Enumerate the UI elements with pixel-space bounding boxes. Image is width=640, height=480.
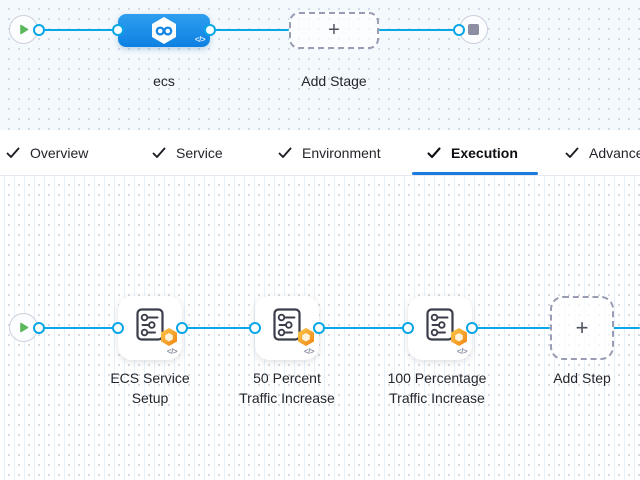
tab-label: Advanced: [589, 144, 640, 161]
connector-port: [465, 321, 478, 334]
step-node-50-percent-traffic-increase[interactable]: </>: [255, 296, 319, 360]
harness-cd-stage-icon: [152, 17, 176, 44]
tab-label: Environment: [302, 144, 381, 161]
tab-execution[interactable]: Execution: [427, 130, 518, 175]
add-step-button[interactable]: +: [550, 296, 614, 360]
check-icon: [152, 147, 166, 159]
connector-port: [401, 321, 414, 334]
tab-service[interactable]: Service: [152, 130, 223, 175]
tab-advanced[interactable]: Advanced: [565, 130, 640, 175]
connector-line: [472, 326, 550, 330]
connector-line: [210, 28, 289, 32]
step-badge-icon: [159, 327, 179, 352]
connector-port: [312, 321, 325, 334]
step-config-icon: [422, 306, 458, 349]
check-icon: [6, 147, 20, 159]
step-badge-icon: [449, 327, 469, 352]
code-icon: </>: [166, 347, 178, 356]
check-icon: [278, 147, 292, 159]
stage-config-tab-bar: Overview Service Environment Execution A…: [0, 130, 640, 176]
connector-line: [39, 326, 118, 330]
code-icon: </>: [456, 347, 468, 356]
connector-port: [452, 23, 465, 36]
play-icon: [17, 23, 30, 36]
connector-port: [111, 321, 124, 334]
step-node-ecs-service-setup[interactable]: </>: [118, 296, 182, 360]
tab-environment[interactable]: Environment: [278, 130, 381, 175]
connector-line: [39, 28, 118, 32]
connector-port: [32, 321, 45, 334]
step-name-label: 100 Percentage Traffic Increase: [387, 370, 487, 406]
connector-line: [319, 326, 408, 330]
connector-line: [613, 326, 640, 330]
code-icon: </>: [303, 347, 315, 356]
play-icon: [17, 321, 30, 334]
code-icon: </>: [194, 35, 206, 44]
connector-line: [182, 326, 255, 330]
tab-label: Overview: [30, 144, 89, 161]
stage-name-label: ecs: [153, 73, 175, 89]
connector-line: [379, 28, 459, 32]
connector-port: [203, 23, 216, 36]
add-stage-label: Add Stage: [301, 73, 367, 89]
step-name-label: ECS Service Setup: [110, 370, 190, 406]
connector-port: [248, 321, 261, 334]
step-name-label: 50 Percent Traffic Increase: [239, 370, 335, 406]
tab-label: Execution: [451, 144, 518, 161]
step-config-icon: [132, 306, 168, 349]
plus-icon: +: [328, 19, 340, 41]
check-icon: [427, 146, 441, 159]
add-step-label: Add Step: [553, 370, 611, 386]
stage-node-ecs[interactable]: </>: [118, 14, 210, 47]
plus-icon: +: [575, 315, 589, 340]
active-tab-underline: [412, 171, 538, 175]
check-icon: [565, 147, 579, 159]
stop-icon: [468, 24, 479, 35]
connector-port: [175, 321, 188, 334]
connector-port: [32, 23, 45, 36]
tab-overview[interactable]: Overview: [6, 130, 88, 175]
tab-label: Service: [176, 144, 223, 161]
connector-port: [111, 23, 124, 36]
add-stage-button[interactable]: +: [289, 12, 379, 49]
step-node-100-percentage-traffic-increase[interactable]: </>: [408, 296, 472, 360]
step-config-icon: [269, 306, 305, 349]
step-badge-icon: [296, 327, 316, 352]
